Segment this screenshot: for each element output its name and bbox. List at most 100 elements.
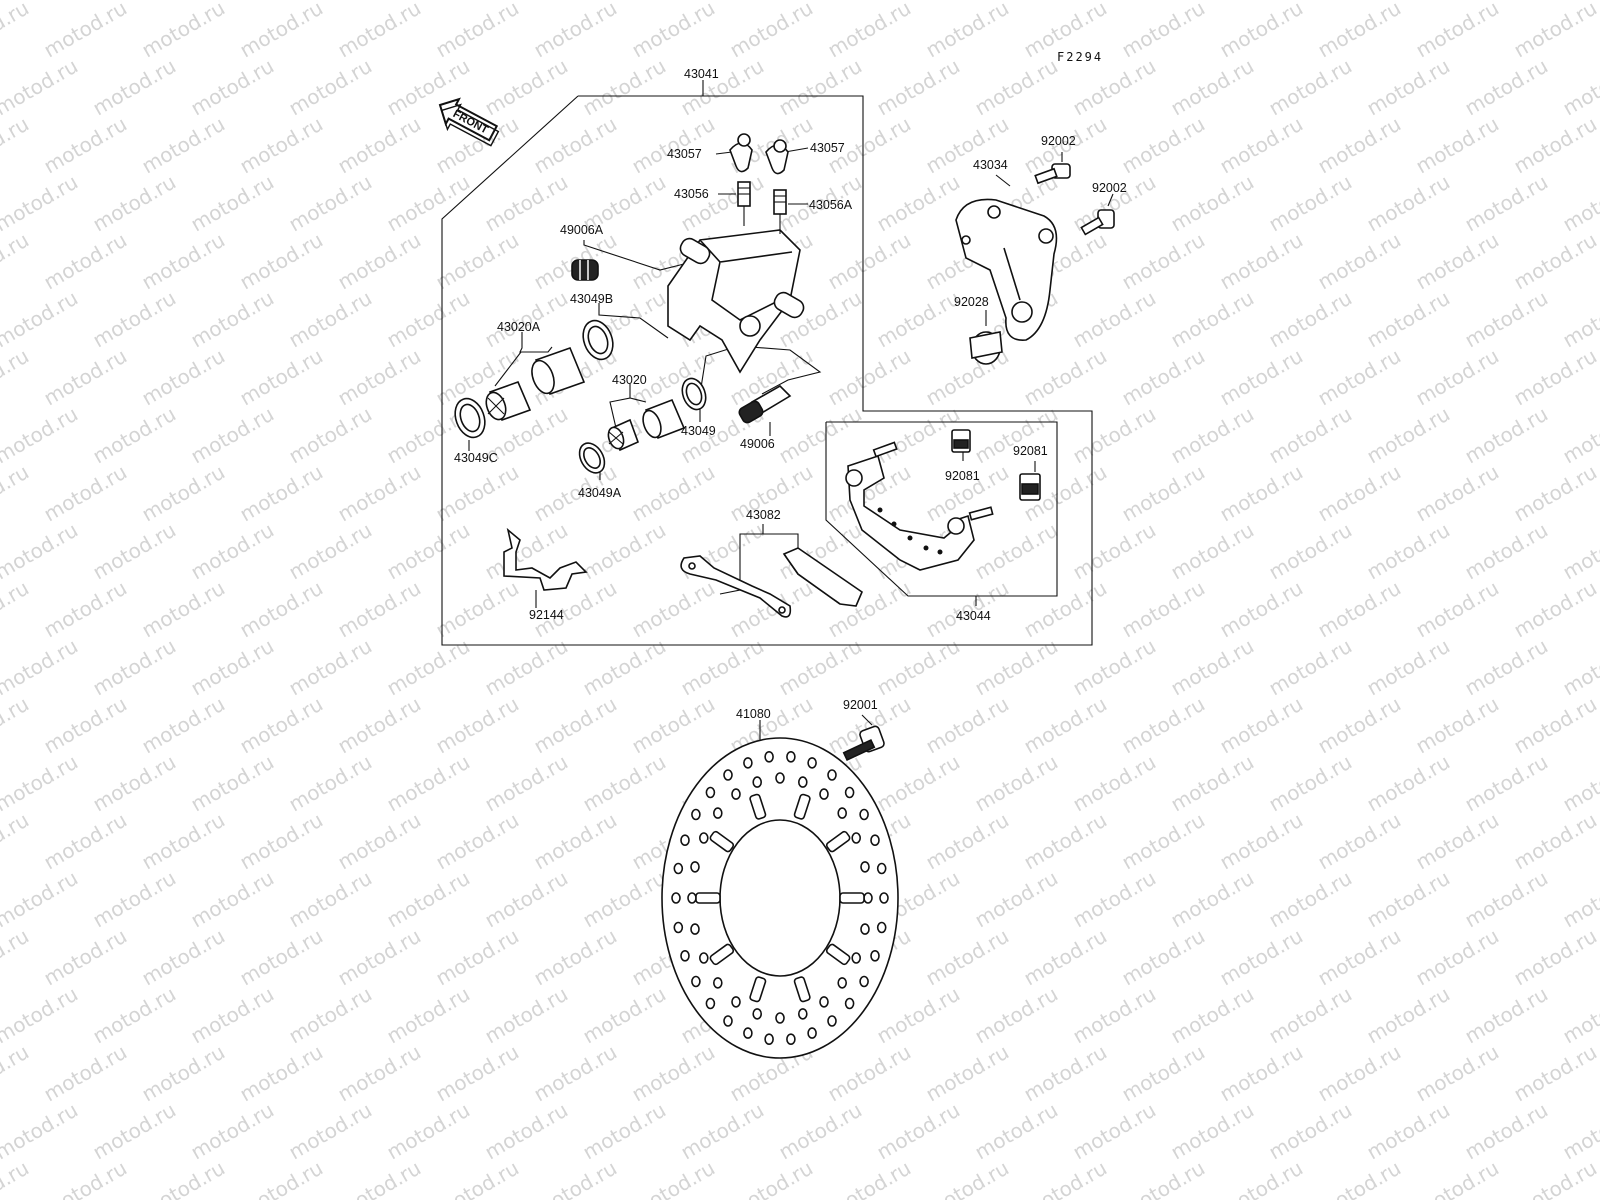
watermark-text: motod.ru: [89, 750, 180, 817]
watermark-text: motod.ru: [1167, 54, 1258, 121]
watermark-text: motod.ru: [1510, 112, 1600, 179]
watermark-text: motod.ru: [138, 576, 229, 643]
holder-icon: [955, 198, 1058, 341]
seal-b-icon: [582, 319, 614, 361]
watermark-text: motod.ru: [138, 344, 229, 411]
watermark-text: motod.ru: [1216, 0, 1307, 62]
watermark-text: motod.ru: [1314, 1156, 1405, 1200]
watermark-text: motod.ru: [1118, 576, 1209, 643]
caliper-assy-boundary: [441, 95, 1093, 646]
watermark-text: motod.ru: [383, 982, 474, 1049]
watermark-text: motod.ru: [1363, 286, 1454, 353]
watermark-text: motod.ru: [922, 692, 1013, 759]
watermark-text: motod.ru: [285, 1098, 376, 1165]
watermark-text: motod.ru: [1461, 54, 1552, 121]
watermark-text: motod.ru: [285, 866, 376, 933]
disc-hole: [851, 952, 862, 964]
watermark-text: motod.ru: [1461, 750, 1552, 817]
watermark-text: motod.ru: [236, 1156, 327, 1200]
watermark-text: motod.ru: [1069, 634, 1160, 701]
watermark-text: motod.ru: [1314, 460, 1405, 527]
watermark-text: motod.ru: [187, 982, 278, 1049]
watermark-text: motod.ru: [1118, 228, 1209, 295]
watermark-text: motod.ru: [138, 0, 229, 62]
watermark-text: motod.ru: [0, 982, 82, 1049]
watermark-text: motod.ru: [1265, 634, 1356, 701]
disc-hole: [690, 861, 700, 873]
disc-hole: [786, 750, 796, 763]
watermark-text: motod.ru: [1069, 1098, 1160, 1165]
disc-hole: [797, 776, 808, 788]
watermark-text: motod.ru: [89, 518, 180, 585]
watermark-text: motod.ru: [334, 460, 425, 527]
watermark-text: motod.ru: [1559, 54, 1600, 121]
watermark-text: motod.ru: [1069, 750, 1160, 817]
watermark-text: motod.ru: [0, 866, 82, 933]
disc-hole: [851, 832, 862, 844]
watermark-text: motod.ru: [1216, 344, 1307, 411]
disc-hole: [870, 949, 880, 962]
watermark-text: motod.ru: [1461, 634, 1552, 701]
watermark-text: motod.ru: [628, 112, 719, 179]
watermark-text: motod.ru: [628, 1156, 719, 1200]
watermark-text: motod.ru: [0, 576, 33, 643]
watermark-text: motod.ru: [138, 112, 229, 179]
watermark-text: motod.ru: [530, 1156, 621, 1200]
watermark-text: motod.ru: [1069, 518, 1160, 585]
watermark-text: motod.ru: [481, 286, 572, 353]
watermark-text: motod.ru: [1167, 1098, 1258, 1165]
disc-hole: [680, 834, 690, 847]
label-bracket-assy: 43044: [956, 609, 991, 623]
watermark-text: motod.ru: [1314, 228, 1405, 295]
watermark-text: motod.ru: [1510, 0, 1600, 62]
watermark-text: motod.ru: [1559, 982, 1600, 1049]
disc-bolt-icon: [842, 725, 885, 762]
watermark-text: motod.ru: [0, 518, 82, 585]
boot-icon: [738, 385, 792, 424]
watermark-text: motod.ru: [1412, 0, 1503, 62]
disc-hole: [870, 834, 880, 847]
seal-a-icon: [578, 442, 606, 474]
watermark-text: motod.ru: [285, 402, 376, 469]
watermark-text: motod.ru: [0, 924, 33, 991]
watermark-text: motod.ru: [89, 0, 180, 4]
watermark-text: motod.ru: [971, 1098, 1062, 1165]
watermark-text: motod.ru: [334, 1156, 425, 1200]
watermark-text: motod.ru: [236, 228, 327, 295]
watermark-text: motod.ru: [1216, 1040, 1307, 1107]
watermark-text: motod.ru: [236, 692, 327, 759]
disc-hole: [860, 861, 870, 873]
watermark-text: motod.ru: [187, 750, 278, 817]
watermark-text: motod.ru: [236, 924, 327, 991]
bleeder-valve-a-icon: [773, 189, 787, 234]
watermark-text: motod.ru: [1314, 112, 1405, 179]
watermark-text: motod.ru: [334, 112, 425, 179]
seal-icon: [681, 377, 707, 411]
watermark-text: motod.ru: [236, 576, 327, 643]
watermark-text: motod.ru: [1020, 1156, 1111, 1200]
disc-hole: [723, 769, 733, 781]
watermark-text: motod.ru: [1510, 460, 1600, 527]
watermark-text: motod.ru: [1559, 1098, 1600, 1165]
watermark-text: motod.ru: [481, 170, 572, 237]
watermark-text: motod.ru: [1412, 228, 1503, 295]
watermark-text: motod.ru: [236, 460, 327, 527]
watermark-text: motod.ru: [1314, 0, 1405, 62]
watermark-text: motod.ru: [383, 0, 474, 4]
label-boot-a: 49006A: [560, 223, 604, 237]
watermark-text: motod.ru: [775, 634, 866, 701]
disc-hole: [860, 923, 870, 935]
disc-slot: [793, 976, 811, 1003]
disc-hole: [764, 750, 774, 763]
piston-icon: [607, 398, 686, 452]
watermark-text: motod.ru: [971, 750, 1062, 817]
watermark-text: motod.ru: [1167, 402, 1258, 469]
disc-hole: [844, 997, 855, 1010]
watermark-text: motod.ru: [530, 1040, 621, 1107]
disc-holes: [671, 750, 889, 1045]
watermark-text: motod.ru: [1461, 982, 1552, 1049]
watermark-text: motod.ru: [1265, 866, 1356, 933]
watermark-text: motod.ru: [432, 808, 523, 875]
disc-hole: [731, 996, 741, 1008]
